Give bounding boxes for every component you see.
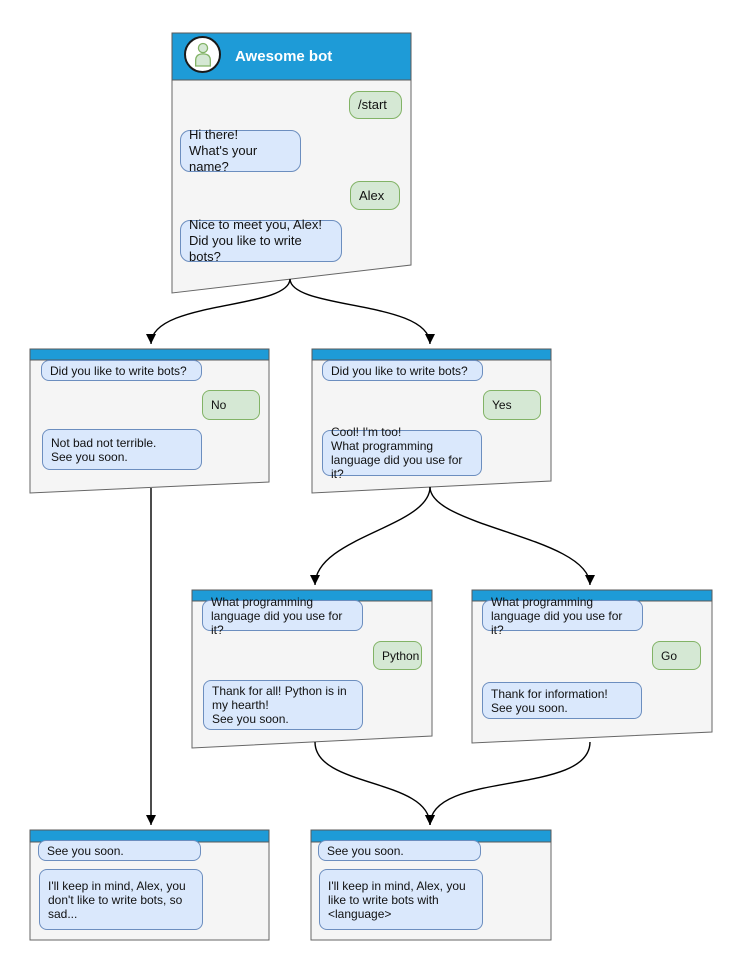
message-bubble-user: No <box>202 390 260 420</box>
message-bubble-user: Python <box>373 641 422 670</box>
bot-name-title: Awesome bot <box>235 48 333 65</box>
message-bubble-user: Alex <box>350 181 400 210</box>
message-bubble-bot: What programming language did you use fo… <box>202 595 363 637</box>
message-bubble-bot: Did you like to write bots? <box>322 360 483 381</box>
message-bubble-user: Go <box>652 641 701 670</box>
message-bubble-bot: See you soon. <box>318 840 481 861</box>
message-bubble-bot: Thank for all! Python is in my hearth! S… <box>203 680 363 730</box>
message-bubble-user: Yes <box>483 390 541 420</box>
edge-language-python-to-end-yes <box>314 741 435 826</box>
edge-language-go-to-end-yes <box>425 741 591 826</box>
message-bubble-bot: Nice to meet you, Alex! Did you like to … <box>180 217 342 264</box>
edge-start-to-answer-yes <box>289 278 435 345</box>
message-bubble-bot: Cool! I'm too! What programming language… <box>322 425 482 481</box>
message-bubble-bot: I'll keep in mind, Alex, you like to wri… <box>319 869 483 930</box>
diagram-edges <box>146 278 595 826</box>
person-icon <box>194 42 211 67</box>
edge-answer-yes-to-language-python <box>310 486 431 586</box>
message-bubble-bot: Thank for information! See you soon. <box>482 682 642 719</box>
edge-start-to-answer-no <box>146 278 291 345</box>
message-bubble-bot: Did you like to write bots? <box>41 360 202 381</box>
card-answer-no-header <box>29 348 270 361</box>
edge-answer-yes-to-language-go <box>429 486 595 586</box>
bot-avatar <box>184 36 221 73</box>
message-bubble-user: /start <box>349 91 402 119</box>
message-bubble-bot: See you soon. <box>38 840 201 861</box>
message-bubble-bot: Hi there! What's your name? <box>180 127 301 174</box>
message-bubble-bot: I'll keep in mind, Alex, you don't like … <box>39 869 203 930</box>
card-answer-yes-header <box>311 348 552 361</box>
message-bubble-bot: What programming language did you use fo… <box>482 595 643 637</box>
message-bubble-bot: Not bad not terrible. See you soon. <box>42 429 202 470</box>
